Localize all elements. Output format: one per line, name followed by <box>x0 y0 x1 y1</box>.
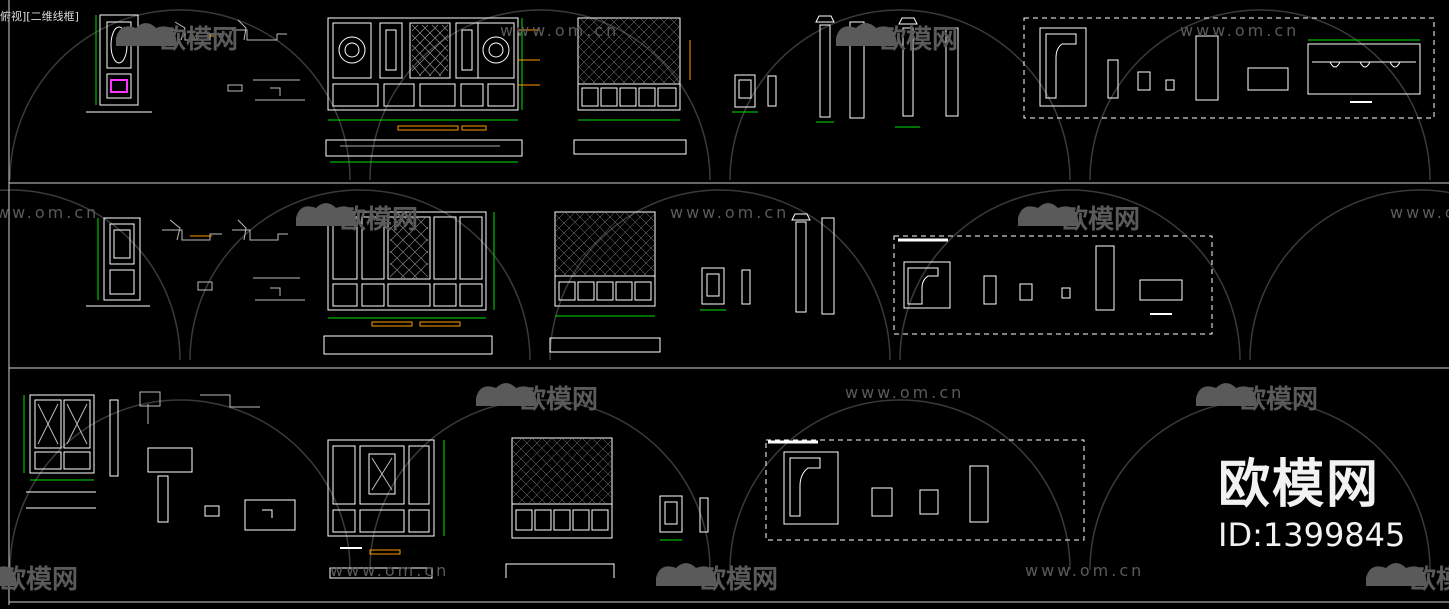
column-and-details-3 <box>109 391 296 531</box>
watermark-brand-text: 欧模网 <box>340 204 418 235</box>
lattice-pattern-1 <box>577 17 681 85</box>
watermark-site-text: www.om.cn <box>1390 203 1449 222</box>
watermark-brand: 欧模网 <box>0 564 78 595</box>
watermark-brand: 欧模网 <box>1018 203 1140 235</box>
small-fixture-1 <box>732 74 777 113</box>
lattice-panel-elevation-3[interactable] <box>505 437 615 578</box>
model-id: ID:1399845 <box>1218 516 1406 554</box>
section-details-2 <box>162 219 305 301</box>
dimension-lines-1 <box>328 18 540 131</box>
molding-detail-group-3[interactable] <box>765 439 1085 541</box>
watermark-site-text: www.om.cn <box>845 383 964 402</box>
watermark-arcs <box>0 9 1449 571</box>
sofa-logo-icon <box>116 23 176 46</box>
small-fixture-3 <box>659 495 709 541</box>
watermark-brand-text: 欧模网 <box>0 564 78 595</box>
wall-panel-elevation-2[interactable] <box>323 211 495 355</box>
watermark-brand: 欧模网 <box>296 203 418 235</box>
double-door-elevation-3[interactable] <box>23 394 96 509</box>
sofa-logo-icon <box>476 383 536 406</box>
sofa-logo-icon <box>296 203 356 226</box>
sofa-logo-icon <box>1196 383 1256 406</box>
wall-panel-elevation-1[interactable] <box>327 17 519 111</box>
wall-panel-elevation-3[interactable] <box>327 439 445 579</box>
panel-lattice-2 <box>389 216 429 280</box>
watermark-brand-text: 欧模网 <box>520 384 598 415</box>
molding-detail-group-2[interactable] <box>893 235 1213 335</box>
watermark-site-text: www.om.cn <box>1180 21 1299 40</box>
watermark-site-text: www.om.cn <box>0 203 99 222</box>
watermark-brand-text: 欧模网 <box>160 24 238 55</box>
column-elevations-2 <box>791 213 835 315</box>
watermark-brand-text: 欧模网 <box>880 24 958 55</box>
watermark-brand-text: 欧模网 <box>1062 204 1140 235</box>
watermark-brand: 欧模网 <box>1366 563 1449 595</box>
column-elevations-1 <box>815 15 959 128</box>
sofa-logo-icon <box>1018 203 1078 226</box>
small-fixture-2 <box>700 267 751 311</box>
drawing-row-1[interactable] <box>86 14 1435 163</box>
drawing-row-2[interactable] <box>86 211 1213 355</box>
sofa-logo-icon <box>836 23 896 46</box>
watermark-site-text: www.om.cn <box>330 561 449 580</box>
door-elevation-2[interactable] <box>86 217 150 307</box>
section-details-1 <box>165 19 305 101</box>
molding-detail-group-1[interactable] <box>1023 17 1435 119</box>
watermark-site-text: www.om.cn <box>1025 561 1144 580</box>
watermark-brand: 欧模网 <box>1196 383 1318 415</box>
watermark-site-text: www.om.cn <box>670 203 789 222</box>
watermark-layer: 欧模网欧模网欧模网欧模网欧模网欧模网欧模网欧模网欧模网www.om.cnwww.… <box>0 21 1449 595</box>
sofa-logo-icon <box>1366 563 1426 586</box>
brand-block: 欧模网 ID:1399845 <box>1218 455 1438 555</box>
brand-name: 欧模网 <box>1218 455 1381 515</box>
lattice-pattern-3 <box>511 437 613 505</box>
viewport-label[interactable]: 俯视][二维线框] <box>0 10 79 23</box>
watermark-brand-text: 欧模网 <box>700 564 778 595</box>
watermark-brand-text: 欧模网 <box>1410 564 1449 595</box>
watermark-brand: 欧模网 <box>836 23 958 55</box>
watermark-brand-text: 欧模网 <box>1240 384 1318 415</box>
watermark-site-text: www.om.cn <box>500 21 619 40</box>
lattice-panel-elevation-1[interactable] <box>573 17 691 155</box>
lattice-pattern-2 <box>554 211 656 277</box>
plan-strip-1 <box>325 139 523 163</box>
watermark-brand: 欧模网 <box>116 23 238 55</box>
drawing-row-3[interactable] <box>23 391 1085 579</box>
sofa-logo-icon <box>0 566 16 586</box>
watermark-brand: 欧模网 <box>476 383 598 415</box>
drawing-frame <box>8 0 1449 605</box>
panel-lattice-1 <box>411 24 449 77</box>
watermark-brand: 欧模网 <box>656 563 778 595</box>
sofa-logo-icon <box>656 563 716 586</box>
